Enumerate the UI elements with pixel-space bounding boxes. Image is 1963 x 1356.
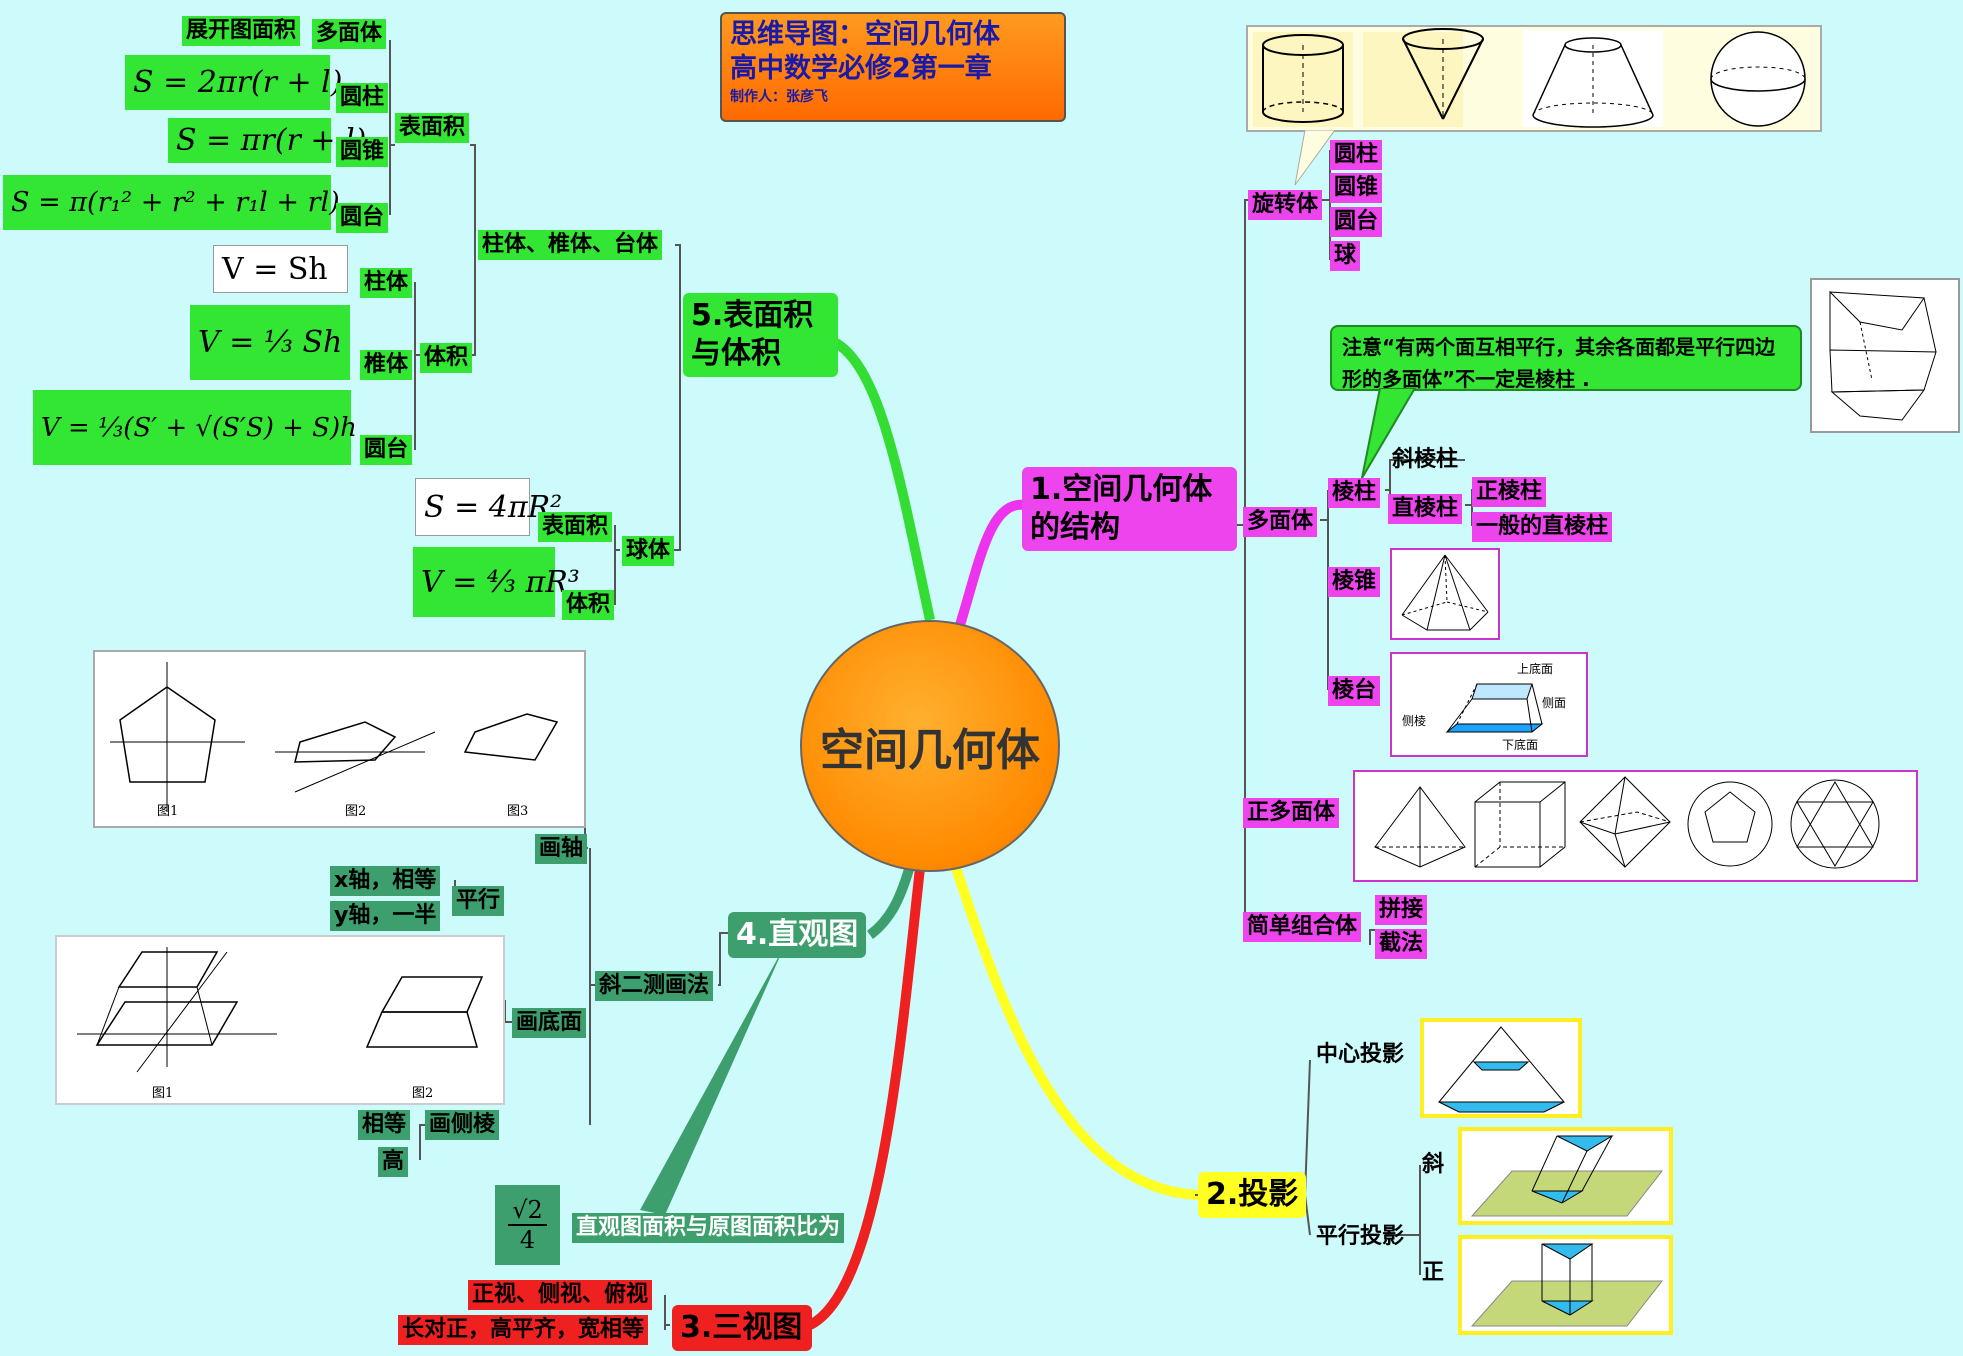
orthographic-projection: 正: [1422, 1260, 1445, 1285]
frustum-volume-label: 圆台: [360, 435, 413, 465]
area-ratio-value: √2 4: [495, 1185, 560, 1265]
formula-frustum-volume: V = ⅓(S′ + √(S′S) + S)h: [33, 390, 357, 465]
frustum-node: 棱台: [1328, 676, 1381, 706]
ratio-denominator: 4: [519, 1226, 536, 1254]
unfold-area: 展开图面积: [182, 16, 301, 46]
right-prism: 直棱柱: [1388, 494, 1463, 524]
base-fig1-label: 图1: [152, 1086, 174, 1101]
draw-axis-node: 画轴: [535, 834, 588, 864]
parallel-projection: 平行投影: [1316, 1224, 1405, 1249]
cpf-node: 柱体、椎体、台体: [478, 230, 663, 260]
rot-item-frustum: 圆台: [1330, 207, 1383, 237]
prism-note: 注意“有两个面互相平行，其余各面都是平行四边形的多面体”不一定是棱柱 .: [1330, 325, 1802, 391]
prism-node: 棱柱: [1328, 478, 1381, 508]
cylinder-label: 圆柱: [336, 83, 389, 113]
title-author: 制作人：张彦飞: [730, 89, 828, 105]
axis-fig3-label: 图3: [507, 804, 529, 819]
cone-label: 圆锥: [336, 137, 389, 167]
regular-prism: 正棱柱: [1472, 477, 1547, 507]
regular-polyhedron-node: 正多面体: [1243, 798, 1340, 828]
combo-node: 简单组合体: [1243, 912, 1362, 942]
frustum-figure: 上底面 侧面 侧棱 下底面: [1390, 652, 1588, 757]
ratio-numerator: √2: [508, 1196, 547, 1226]
oblique-prism: 斜棱柱: [1392, 447, 1459, 472]
base-fig2-label: 图2: [412, 1086, 434, 1101]
rot-item-sphere: 球: [1330, 241, 1361, 271]
general-right-prism: 一般的直棱柱: [1472, 512, 1613, 542]
oblique-projection-figure: [1458, 1127, 1673, 1225]
branch4-node: 4.直观图: [728, 912, 867, 958]
rotation-node: 旋转体: [1248, 190, 1323, 220]
sphere-volume-label: 体积: [562, 590, 615, 620]
combo-item-cut: 截法: [1375, 929, 1428, 959]
branch1-node: 1.空间几何体的结构: [1022, 467, 1237, 551]
rotation-solids-image: [1246, 25, 1822, 132]
formula-sphere-surface: S = 4πR²: [415, 478, 562, 536]
three-views-item2: 长对正，高平齐，宽相等: [398, 1315, 649, 1345]
axis-fig2-label: 图2: [345, 804, 367, 819]
draw-base-node: 画底面: [512, 1008, 587, 1038]
parallel-node: 平行: [452, 886, 505, 916]
regular-polyhedra-figure: [1353, 770, 1918, 882]
branch5-node: 5.表面积与体积: [683, 293, 838, 377]
branch2-node: 2.投影: [1198, 1172, 1307, 1218]
formula-cylinder-surface: S = 2πr(r + l): [125, 55, 342, 110]
sphere-surface-label: 表面积: [538, 512, 613, 542]
pyramid-figure: [1390, 548, 1500, 640]
rotation-callout-pointer: [1294, 130, 1336, 186]
area-ratio-label: 直观图面积与原图面积比为: [572, 1213, 845, 1243]
x-axis-rule: x轴，相等: [330, 866, 441, 896]
axis-fig1-label: 图1: [157, 804, 179, 819]
equal-node: 相等: [358, 1110, 411, 1140]
branch3-node: 3.三视图: [672, 1305, 812, 1351]
title-line2: 高中数学必修2第一章: [730, 53, 992, 84]
central-projection: 中心投影: [1316, 1042, 1405, 1067]
frustum-side-label: 侧面: [1542, 696, 1567, 710]
pyramid-node: 棱锥: [1328, 567, 1381, 597]
polyhedron-node: 多面体: [1243, 507, 1318, 537]
orthographic-projection-figure: [1458, 1235, 1673, 1335]
note-pointer: [1361, 388, 1417, 479]
prism-label: 柱体: [360, 268, 413, 298]
prism-note-figure: [1810, 278, 1960, 433]
polyhedron-surface: 多面体: [312, 19, 387, 49]
oblique-projection: 斜: [1422, 1152, 1445, 1177]
formula-frustum-surface: S = π(r₁² + r² + r₁l + rl): [3, 175, 340, 230]
center-node: 空间几何体: [800, 620, 1060, 872]
rot-item-cone: 圆锥: [1330, 173, 1383, 203]
formula-cone-surface: S = πr(r + l): [168, 118, 366, 163]
frustum-top-label: 上底面: [1517, 662, 1554, 676]
axis-figures: 图1 图2 图3: [93, 650, 586, 828]
formula-prism-volume: V = Sh: [213, 245, 348, 293]
oblique-method-node: 斜二测画法: [595, 971, 714, 1001]
combo-item-join: 拼接: [1375, 895, 1428, 925]
formula-pyramid-volume: V = ⅓ Sh: [190, 305, 350, 380]
volume-node: 体积: [420, 343, 473, 373]
y-axis-rule: y轴，一半: [330, 901, 441, 931]
rot-item-cylinder: 圆柱: [1330, 140, 1383, 170]
three-views-item1: 正视、侧视、俯视: [468, 1280, 653, 1310]
title-box: 思维导图：空间几何体 高中数学必修2第一章 制作人：张彦飞: [720, 12, 1066, 122]
frustum-bottom-label: 下底面: [1502, 738, 1539, 752]
central-projection-figure: [1420, 1018, 1582, 1118]
pyramid-volume-label: 椎体: [360, 350, 413, 380]
title-line1: 思维导图：空间几何体: [730, 19, 1000, 50]
base-figures: 图1 图2: [55, 935, 505, 1105]
frustum-label: 圆台: [336, 203, 389, 233]
frustum-edge-label: 侧棱: [1402, 714, 1427, 728]
formula-sphere-volume: V = ⁴⁄₃ πR³: [413, 547, 580, 617]
sphere-node: 球体: [622, 536, 675, 566]
surface-node: 表面积: [395, 113, 470, 143]
draw-side-node: 画侧棱: [425, 1110, 500, 1140]
height-node: 高: [378, 1147, 409, 1177]
